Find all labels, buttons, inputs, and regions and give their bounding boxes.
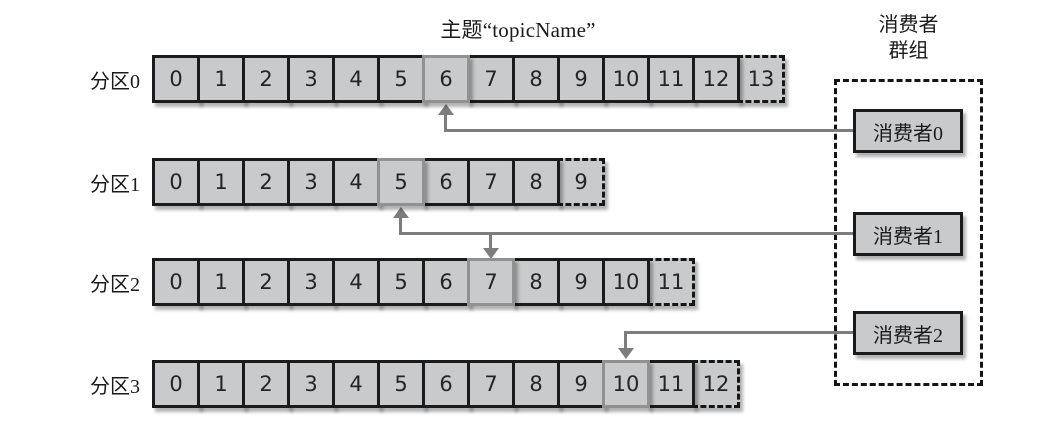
message-cell-current-offset: 5 bbox=[377, 158, 425, 206]
message-cell: 4 bbox=[332, 258, 380, 306]
message-cell-next: 9 bbox=[557, 158, 605, 206]
message-cell: 0 bbox=[152, 55, 200, 103]
message-cell: 1 bbox=[197, 360, 245, 408]
message-cell-current-offset: 10 bbox=[602, 360, 650, 408]
consumer-group-label: 消费者 群组 bbox=[834, 12, 983, 64]
message-cell: 7 bbox=[467, 360, 515, 408]
message-cell: 9 bbox=[557, 360, 605, 408]
message-cell: 7 bbox=[467, 55, 515, 103]
consumer-group-label-line2: 群组 bbox=[888, 40, 929, 62]
message-cell: 2 bbox=[242, 258, 290, 306]
consumer0-connector-stem bbox=[444, 113, 447, 132]
message-cell: 11 bbox=[647, 360, 695, 408]
message-cell: 4 bbox=[332, 158, 380, 206]
message-cell: 2 bbox=[242, 55, 290, 103]
message-cell: 1 bbox=[197, 258, 245, 306]
message-cell: 8 bbox=[512, 258, 560, 306]
message-cell: 4 bbox=[332, 55, 380, 103]
message-cell-current-offset: 7 bbox=[467, 258, 515, 306]
message-cell: 4 bbox=[332, 360, 380, 408]
consumer-0-box: 消费者0 bbox=[853, 109, 963, 153]
partition-label: 分区3 bbox=[90, 375, 140, 398]
message-cell: 9 bbox=[557, 258, 605, 306]
consumer-group-label-line1: 消费者 bbox=[878, 14, 939, 36]
consumer-2-box: 消费者2 bbox=[853, 311, 963, 355]
message-cell-next: 12 bbox=[692, 360, 740, 408]
message-cell: 11 bbox=[647, 55, 695, 103]
consumer-0-label: 消费者0 bbox=[873, 122, 943, 145]
message-cell: 9 bbox=[557, 55, 605, 103]
message-cell: 0 bbox=[152, 258, 200, 306]
message-cell-next: 11 bbox=[647, 258, 695, 306]
message-cell: 8 bbox=[512, 55, 560, 103]
consumer-1-box: 消费者1 bbox=[853, 212, 963, 256]
message-cell-next: 13 bbox=[737, 55, 785, 103]
consumer1-connector-line bbox=[399, 232, 853, 235]
consumer1-offset-arrow-down-icon bbox=[483, 248, 499, 259]
message-cell-current-offset: 6 bbox=[422, 55, 470, 103]
message-cell: 0 bbox=[152, 158, 200, 206]
message-cell: 3 bbox=[287, 360, 335, 408]
message-cell: 5 bbox=[377, 55, 425, 103]
consumer1-connector-stem-down bbox=[489, 232, 492, 249]
message-cell: 10 bbox=[602, 258, 650, 306]
message-cell: 6 bbox=[422, 258, 470, 306]
partition-label: 分区1 bbox=[90, 173, 140, 196]
consumer-1-label: 消费者1 bbox=[873, 225, 943, 248]
message-cell: 8 bbox=[512, 360, 560, 408]
partition-label: 分区2 bbox=[90, 273, 140, 296]
consumer1-connector-stem-up bbox=[399, 216, 402, 235]
message-cell: 3 bbox=[287, 158, 335, 206]
message-cell: 5 bbox=[377, 258, 425, 306]
consumer1-offset-arrow-up-icon bbox=[393, 207, 409, 218]
message-cell: 5 bbox=[377, 360, 425, 408]
message-cell: 1 bbox=[197, 55, 245, 103]
message-cell: 3 bbox=[287, 258, 335, 306]
message-cell: 2 bbox=[242, 158, 290, 206]
consumer-2-label: 消费者2 bbox=[873, 324, 943, 347]
message-cell: 8 bbox=[512, 158, 560, 206]
topic-title: 主题“topicName” bbox=[440, 18, 596, 42]
consumer0-connector-line bbox=[444, 129, 853, 132]
message-cell: 10 bbox=[602, 55, 650, 103]
message-cell: 0 bbox=[152, 360, 200, 408]
message-cell: 12 bbox=[692, 55, 740, 103]
message-cell: 6 bbox=[422, 360, 470, 408]
consumer2-connector-stem bbox=[624, 332, 627, 349]
message-cell: 6 bbox=[422, 158, 470, 206]
message-cell: 2 bbox=[242, 360, 290, 408]
message-cell: 1 bbox=[197, 158, 245, 206]
consumer2-connector-line bbox=[624, 331, 853, 334]
message-cell: 3 bbox=[287, 55, 335, 103]
message-cell: 7 bbox=[467, 158, 515, 206]
partition-label: 分区0 bbox=[90, 70, 140, 93]
consumer0-offset-arrow-icon bbox=[438, 104, 454, 115]
consumer2-offset-arrow-icon bbox=[618, 348, 634, 359]
